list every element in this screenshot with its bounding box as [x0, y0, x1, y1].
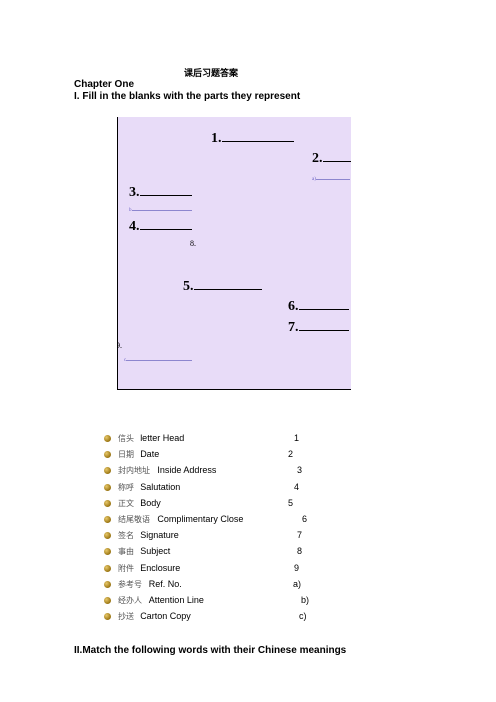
list-item: 封内地址 Inside Address 3 — [104, 465, 334, 479]
label-c: c — [124, 356, 193, 363]
blank-7: 7. — [288, 318, 349, 336]
answer-mark: 2 — [288, 449, 294, 460]
list-item: 称呼 Salutation 4 — [104, 482, 334, 496]
letter-layout-diagram: 1. 2. a) 3. b 4. 8. 5. 6. 7. 9. c — [117, 117, 351, 390]
chinese-term: 抄送 — [118, 612, 134, 622]
english-term: Signature — [140, 530, 179, 541]
list-item: 经办人 Attention Line b) — [104, 595, 334, 609]
chinese-term: 参考号 — [118, 579, 142, 589]
english-term: Attention Line — [148, 595, 204, 605]
chinese-term: 封内地址 — [118, 466, 150, 476]
english-term: Complimentary Close — [157, 514, 244, 524]
section-two-heading: II.Match the following words with their … — [74, 645, 347, 656]
chinese-term: 事由 — [118, 547, 134, 557]
page-title: 课后习题答案 — [184, 69, 239, 79]
answer-mark: b) — [301, 595, 310, 605]
chinese-term: 附件 — [118, 563, 134, 573]
english-term: Body — [140, 497, 161, 508]
chapter-heading: Chapter One — [74, 79, 135, 90]
english-term: Carton Copy — [140, 611, 191, 622]
bullet-icon — [104, 467, 111, 475]
list-item: 事由 Subject 8 — [104, 546, 334, 560]
label-8: 8. — [190, 239, 196, 248]
english-term: Ref. No. — [148, 578, 182, 589]
label-a: a) — [312, 175, 350, 182]
bullet-icon — [104, 499, 111, 507]
blank-1: 1. — [211, 129, 294, 147]
english-term: letter Head — [140, 433, 185, 443]
answer-mark: 1 — [294, 433, 300, 443]
chinese-term: 签名 — [118, 531, 134, 541]
answer-mark: 5 — [288, 497, 294, 508]
list-item: 附件 Enclosure 9 — [104, 563, 334, 577]
answer-mark: 6 — [302, 514, 308, 524]
bullet-icon — [104, 451, 111, 459]
chinese-term: 经办人 — [118, 596, 142, 605]
answer-mark: 9 — [294, 562, 300, 573]
bullet-icon — [104, 435, 111, 442]
blank-5: 5. — [183, 277, 262, 295]
list-item: 信头 letter Head 1 — [104, 433, 334, 447]
blank-2: 2. — [312, 149, 351, 167]
bullet-icon — [104, 564, 111, 572]
answer-mark: 4 — [294, 481, 300, 492]
answer-mark: 8 — [297, 546, 303, 557]
answer-mark: c) — [299, 611, 307, 622]
label-b: b — [129, 206, 192, 213]
list-item: 抄送 Carton Copy c) — [104, 611, 334, 625]
chinese-term: 结尾敬语 — [118, 515, 150, 524]
list-item: 正文 Body 5 — [104, 498, 334, 512]
bullet-icon — [104, 516, 111, 523]
list-item: 签名 Signature 7 — [104, 530, 334, 544]
list-item: 结尾敬语 Complimentary Close 6 — [104, 514, 334, 528]
blank-3: 3. — [129, 183, 192, 201]
bullet-icon — [104, 548, 111, 556]
english-term: Date — [140, 449, 160, 460]
answer-mark: 3 — [297, 465, 303, 476]
bullet-icon — [104, 597, 111, 604]
chinese-term: 信头 — [118, 434, 134, 443]
answer-mark: 7 — [297, 530, 303, 541]
bullet-icon — [104, 532, 111, 540]
chinese-term: 正文 — [118, 498, 134, 508]
bullet-icon — [104, 613, 111, 621]
chinese-term: 日期 — [118, 450, 134, 460]
english-term: Subject — [140, 546, 171, 557]
blank-4: 4. — [129, 217, 192, 235]
english-term: Salutation — [140, 481, 181, 492]
english-term: Enclosure — [140, 562, 181, 573]
bullet-icon — [104, 483, 111, 491]
answer-mark: a) — [293, 578, 302, 589]
list-item: 日期 Date 2 — [104, 449, 334, 463]
english-term: Inside Address — [157, 465, 217, 476]
section-one-heading: I. Fill in the blanks with the parts the… — [74, 91, 301, 102]
chinese-term: 称呼 — [118, 482, 134, 492]
list-item: 参考号 Ref. No. a) — [104, 579, 334, 593]
label-9: 9. — [118, 341, 122, 350]
blank-6: 6. — [288, 297, 349, 315]
bullet-icon — [104, 580, 111, 588]
